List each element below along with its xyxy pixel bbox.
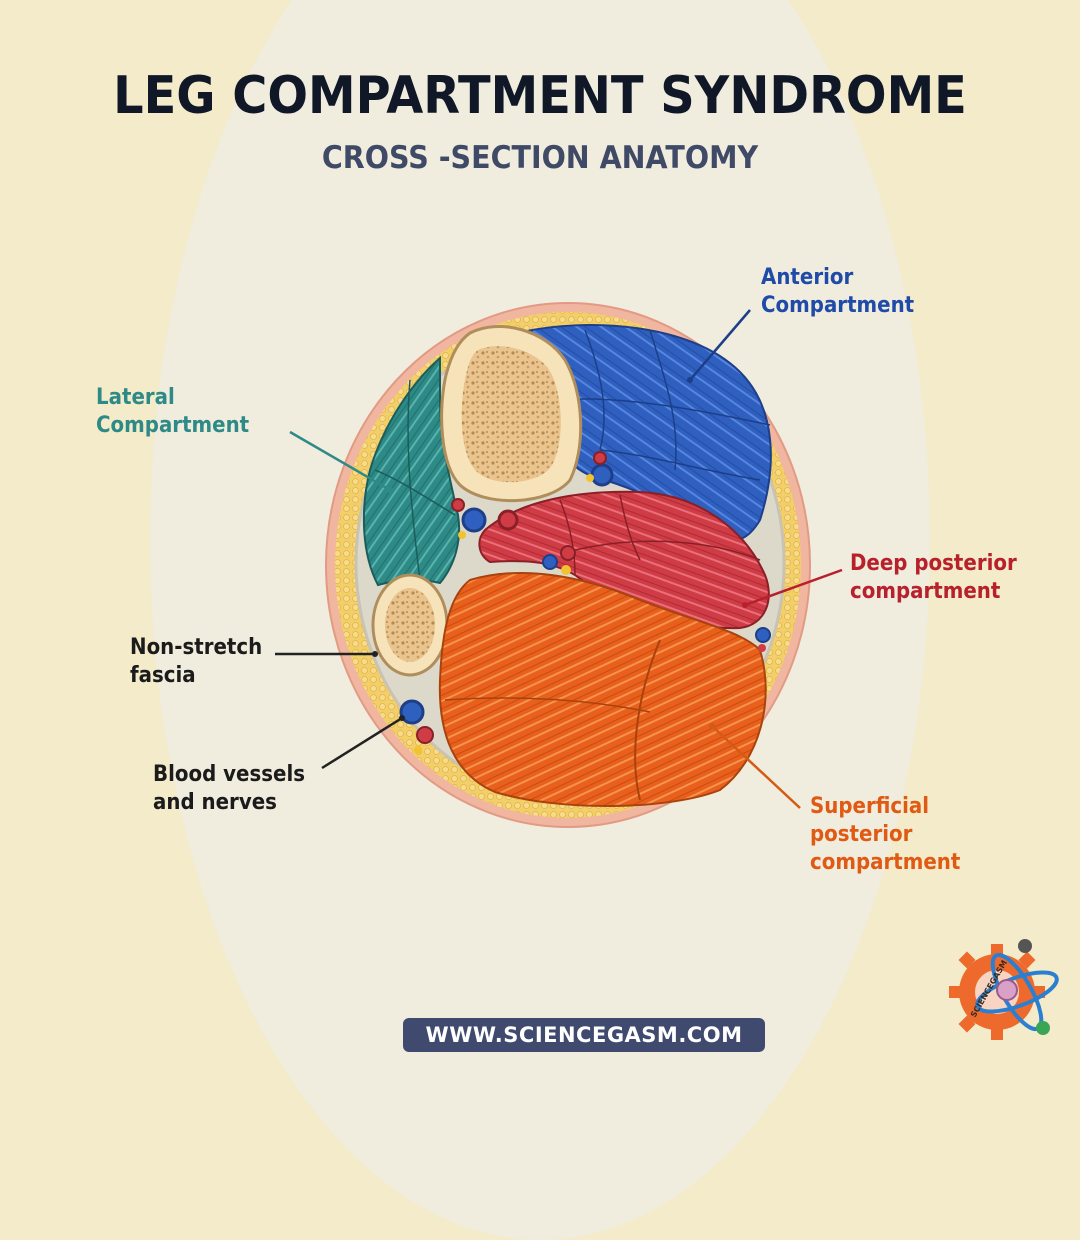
label-anterior-compartment: Anterior Compartment (761, 264, 914, 320)
planet-icon (1018, 939, 1032, 953)
label-leader-lines (275, 309, 843, 809)
label-blood-vessels-nerves: Blood vessels and nerves (153, 761, 305, 817)
label-superficial-line1: Superficial (810, 794, 930, 819)
anterior-compartment (520, 324, 772, 541)
leader-deep-posterior (744, 568, 843, 607)
label-vessels-line2: and nerves (153, 790, 277, 815)
label-lateral-line2: Compartment (96, 413, 250, 438)
label-superficial-line2: posterior (810, 822, 913, 847)
fibula-bone (371, 573, 449, 677)
leader-vessels (321, 716, 403, 770)
blood-vessel-group-center (542, 545, 576, 575)
leg-cross-section-diagram (275, 302, 843, 828)
brain-icon (996, 979, 1018, 1001)
tibia-bone (440, 325, 583, 502)
superficial-posterior-compartment (438, 572, 767, 807)
leader-anterior (689, 309, 751, 381)
blood-vessel-group-middle (451, 498, 519, 539)
label-deep-posterior-line2: compartment (850, 579, 1001, 604)
page-title: LEG COMPARTMENT SYNDROME (113, 66, 967, 126)
label-anterior-line2: Compartment (761, 293, 915, 318)
label-deep-posterior-compartment: Deep posterior compartment (850, 550, 1017, 606)
label-deep-posterior-line1: Deep posterior (850, 551, 1017, 576)
label-superficial-line3: compartment (810, 850, 961, 875)
blood-vessel-group-right (755, 627, 771, 652)
label-lateral-line1: Lateral (96, 385, 175, 410)
page-subtitle: CROSS -SECTION ANATOMY (321, 140, 759, 176)
label-non-stretch-fascia: Non-stretch fascia (130, 634, 262, 690)
sciencegasm-logo: SCIENCEGASM (949, 939, 1059, 1040)
blood-vessel-group-lower (399, 699, 434, 754)
leader-lateral (289, 430, 391, 492)
label-superficial-posterior-compartment: Superficial posterior compartment (810, 793, 960, 877)
label-anterior-line1: Anterior (761, 265, 854, 290)
label-vessels-line1: Blood vessels (153, 762, 306, 787)
globe-icon (1036, 1021, 1050, 1035)
label-fascia-line2: fascia (130, 663, 196, 688)
blood-vessel-group-upper (586, 451, 614, 487)
label-fascia-line1: Non-stretch (130, 635, 263, 660)
leader-superficial-posterior (711, 725, 801, 809)
label-lateral-compartment: Lateral Compartment (96, 384, 249, 440)
deep-posterior-compartment (478, 490, 770, 630)
website-url-badge[interactable]: WWW.SCIENCEGASM.COM (403, 1018, 765, 1052)
